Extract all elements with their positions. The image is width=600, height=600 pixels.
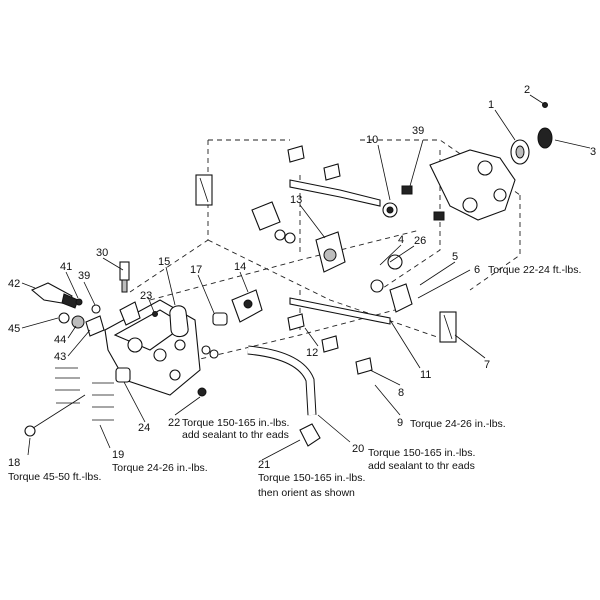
callout-26: 26 xyxy=(414,235,426,247)
part-42-fitting xyxy=(30,282,79,309)
callout-45: 45 xyxy=(8,323,20,335)
part-10-bushing xyxy=(382,202,398,218)
left-rod-bracket xyxy=(195,174,213,206)
callout-44: 44 xyxy=(54,334,66,346)
connecting-rods xyxy=(287,145,391,375)
callout-12: 12 xyxy=(306,347,318,359)
callout-18: 18 xyxy=(8,457,20,469)
torque-note-18: Torque 45-50 ft.-lbs. xyxy=(8,471,101,483)
pump-crankcase xyxy=(429,149,516,221)
callout-14: 14 xyxy=(234,261,246,273)
callout-7: 7 xyxy=(484,359,490,371)
part-14-housing xyxy=(231,289,263,323)
part-24-spacer xyxy=(115,367,131,383)
callout-2: 2 xyxy=(524,84,530,96)
callout-5: 5 xyxy=(452,251,458,263)
callout-17: 17 xyxy=(190,264,202,276)
part-43-nut xyxy=(85,315,105,337)
torque-note-6: Torque 22-24 ft.-lbs. xyxy=(488,264,581,276)
torque-note-22-line1: Torque 150-165 in.-lbs. xyxy=(182,417,289,429)
torque-note-19: Torque 24-26 in.-lbs. xyxy=(112,462,208,474)
part-45-washer xyxy=(58,312,70,324)
bolt-set-left xyxy=(24,367,114,437)
callout-42: 42 xyxy=(8,278,20,290)
callout-15: 15 xyxy=(158,256,170,268)
part-41-bolt xyxy=(75,298,83,306)
part-44-cap xyxy=(71,315,85,329)
center-coupler xyxy=(251,201,296,244)
part-39-oring-left xyxy=(91,304,101,314)
callout-21: 21 xyxy=(258,459,270,471)
part-13-piston-assembly xyxy=(315,231,346,273)
part-1-bearing xyxy=(510,139,530,165)
part-17-seal xyxy=(212,312,228,326)
part-21-elbow xyxy=(299,423,321,447)
part-23-pin xyxy=(152,311,158,317)
part-7-rod-bracket xyxy=(439,311,457,343)
callout-9: 9 xyxy=(397,417,403,429)
callout-13: 13 xyxy=(290,194,302,206)
torque-note-20-line2: add sealant to thr eads xyxy=(368,460,475,472)
callout-10: 10 xyxy=(366,134,378,146)
callout-24: 24 xyxy=(138,422,150,434)
callout-39-top: 39 xyxy=(412,125,424,137)
callout-41: 41 xyxy=(60,261,72,273)
torque-note-21-line1: Torque 150-165 in.-lbs. xyxy=(258,472,365,484)
torque-note-9: Torque 24-26 in.-lbs. xyxy=(410,418,506,430)
callout-8: 8 xyxy=(398,387,404,399)
part-30-valve xyxy=(119,261,130,293)
right-hub-assembly xyxy=(370,254,413,313)
small-oring-2 xyxy=(209,349,219,359)
callout-19: 19 xyxy=(112,449,124,461)
callout-11: 11 xyxy=(420,369,431,381)
callout-23: 23 xyxy=(140,290,152,302)
callout-labels: 1 2 3 4 5 6 7 8 9 10 11 12 13 14 15 17 1… xyxy=(8,84,596,471)
torque-notes: Torque 22-24 ft.-lbs. Torque 24-26 in.-l… xyxy=(8,264,581,499)
torque-note-21-line2: then orient as shown xyxy=(258,487,355,499)
part-15-gasket xyxy=(169,305,189,338)
torque-note-20-line1: Torque 150-165 in.-lbs. xyxy=(368,447,475,459)
callout-22: 22 xyxy=(168,417,180,429)
leader-lines xyxy=(21,94,591,461)
callout-30: 30 xyxy=(96,247,108,259)
part-22-plug xyxy=(197,387,207,397)
part-3-gear xyxy=(537,127,553,149)
callout-3: 3 xyxy=(590,146,596,158)
callout-43: 43 xyxy=(54,351,66,363)
callout-39-left: 39 xyxy=(78,270,90,282)
callout-6: 6 xyxy=(474,264,480,276)
springs-39-right xyxy=(401,185,445,221)
small-oring-1 xyxy=(201,345,211,355)
callout-1: 1 xyxy=(488,99,494,111)
torque-note-22-line2: add sealant to thr eads xyxy=(182,429,289,441)
callout-20: 20 xyxy=(352,443,364,455)
callout-4: 4 xyxy=(398,234,404,246)
